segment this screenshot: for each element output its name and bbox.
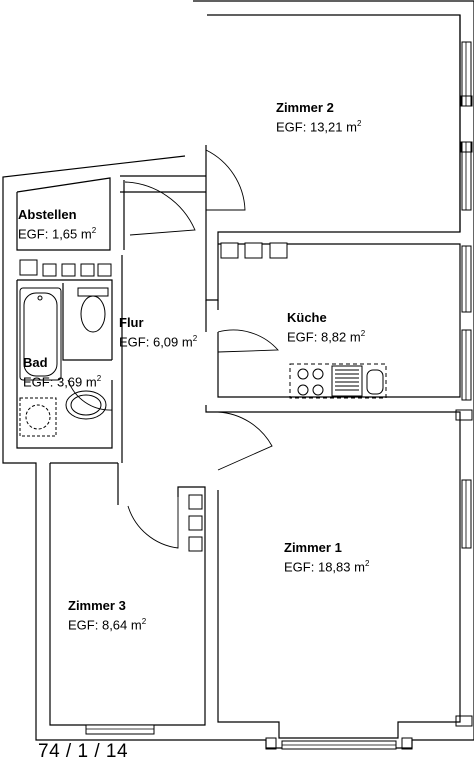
door-zimmer1 [217,411,273,471]
radiator-kueche-2 [244,242,263,259]
toilet-cistern [77,287,109,297]
window-zimmer3 [85,724,155,735]
outer-wall-inner [205,14,461,301]
window-zimmer1 [461,479,472,549]
radiator-zimmer1-3 [188,536,203,552]
plan-id: 74 / 1 / 14 [38,741,129,762]
door-zimmer2 [205,145,246,240]
shelf-5 [97,263,112,277]
kitchen-sink [331,365,363,397]
shower-tray [19,397,57,437]
window-kueche-bottom [461,329,472,401]
flur-right-wall [205,300,218,413]
left-wing-wall [16,177,111,251]
room-area: EGF: 13,21 m2 [276,119,362,135]
shelf-4 [80,263,95,277]
room-area: EGF: 1,65 m2 [18,226,97,242]
kitchen-counter [289,363,387,399]
radiator-kueche-1 [220,242,239,259]
kueche-walls [217,243,461,398]
room-label-bad: Bad EGF: 3,69 m2 [23,356,101,388]
bad-walls [16,279,113,449]
stove-burner [297,368,309,380]
shelf-2 [42,263,57,277]
mid-wall [120,175,206,193]
toilet-bowl [80,295,106,333]
room-label-abstellen: Abstellen EGF: 1,65 m2 [18,208,96,240]
radiator-zimmer1-1 [188,494,203,510]
room-name: Abstellen [18,207,77,222]
door-bad [67,379,113,411]
room-name: Flur [119,315,144,330]
radiator-zimmer1-2 [188,515,203,531]
room-name: Zimmer 2 [276,100,334,115]
room-name: Zimmer 3 [68,598,126,613]
washbasin [65,390,107,420]
room-area: EGF: 18,83 m2 [284,559,370,575]
room-label-flur: Flur EGF: 6,09 m2 [119,316,197,348]
room-name: Bad [23,355,48,370]
room-area: EGF: 3,69 m2 [23,374,102,390]
room-label-zimmer3: Zimmer 3 EGF: 8,64 m2 [68,599,146,631]
door-abstellen [124,181,196,236]
room-label-kueche: Küche EGF: 8,82 m2 [287,311,365,343]
window-kueche-top [461,245,472,313]
room-label-zimmer2: Zimmer 2 EGF: 13,21 m2 [276,101,361,133]
room-area: EGF: 8,64 m2 [68,617,147,633]
door-kueche [217,329,279,353]
shelf-3 [61,263,76,277]
room-name: Küche [287,310,327,325]
zimmer1-walls [217,411,461,739]
room-name: Zimmer 1 [284,540,342,555]
bad-divider [62,283,112,361]
room-area: EGF: 8,82 m2 [287,329,366,345]
room-area: EGF: 6,09 m2 [119,334,198,350]
zimmer3-walls [49,462,206,726]
bathtub [19,287,62,381]
room-label-zimmer1: Zimmer 1 EGF: 18,83 m2 [284,541,369,573]
shelf-1 [19,259,38,276]
radiator-kueche-3 [269,242,288,259]
door-zimmer3 [127,497,179,549]
